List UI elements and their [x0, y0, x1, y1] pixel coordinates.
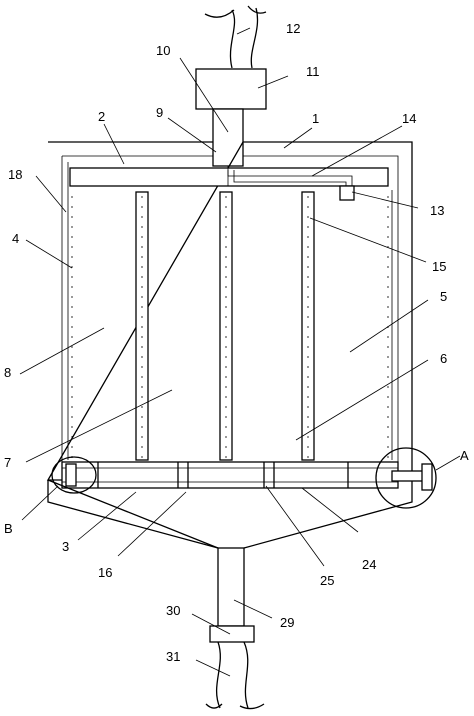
- label-15: 15: [432, 259, 446, 274]
- label-30: 30: [166, 603, 180, 618]
- label-18: 18: [8, 167, 22, 182]
- top-inlet-pipe: [204, 5, 267, 69]
- label-29: 29: [280, 615, 294, 630]
- label-B: B: [4, 521, 13, 536]
- label-12: 12: [286, 21, 300, 36]
- part-labels: 12 10 11 9 2 1 14 18 13 4 15 5 6 8 A 7 B…: [4, 21, 469, 664]
- distribution-plate: [69, 167, 389, 187]
- label-4: 4: [12, 231, 19, 246]
- label-2: 2: [98, 109, 105, 124]
- label-24: 24: [362, 557, 376, 572]
- label-8: 8: [4, 365, 11, 380]
- label-3: 3: [62, 539, 69, 554]
- outlet-pipe: [217, 547, 245, 627]
- label-16: 16: [98, 565, 112, 580]
- motor-box: [195, 68, 267, 110]
- vertical-columns: [71, 191, 389, 461]
- label-6: 6: [440, 351, 447, 366]
- label-1: 1: [312, 111, 319, 126]
- label-5: 5: [440, 289, 447, 304]
- label-14: 14: [402, 111, 416, 126]
- label-31: 31: [166, 649, 180, 664]
- drive-shaft: [212, 108, 244, 167]
- label-10: 10: [156, 43, 170, 58]
- outlet-valve: [209, 625, 255, 643]
- label-7: 7: [4, 455, 11, 470]
- label-9: 9: [156, 105, 163, 120]
- label-13: 13: [430, 203, 444, 218]
- leader-lines: [19, 27, 461, 677]
- label-11: 11: [306, 64, 320, 79]
- detail-circle-a: [375, 447, 437, 509]
- branch-pipe: [227, 170, 355, 201]
- bottom-hose: [205, 641, 265, 710]
- funnel-bottom: [47, 479, 413, 549]
- label-25: 25: [320, 573, 334, 588]
- label-A: A: [460, 448, 469, 463]
- detail-circle-b: [51, 456, 97, 494]
- bottom-bar: [61, 461, 399, 489]
